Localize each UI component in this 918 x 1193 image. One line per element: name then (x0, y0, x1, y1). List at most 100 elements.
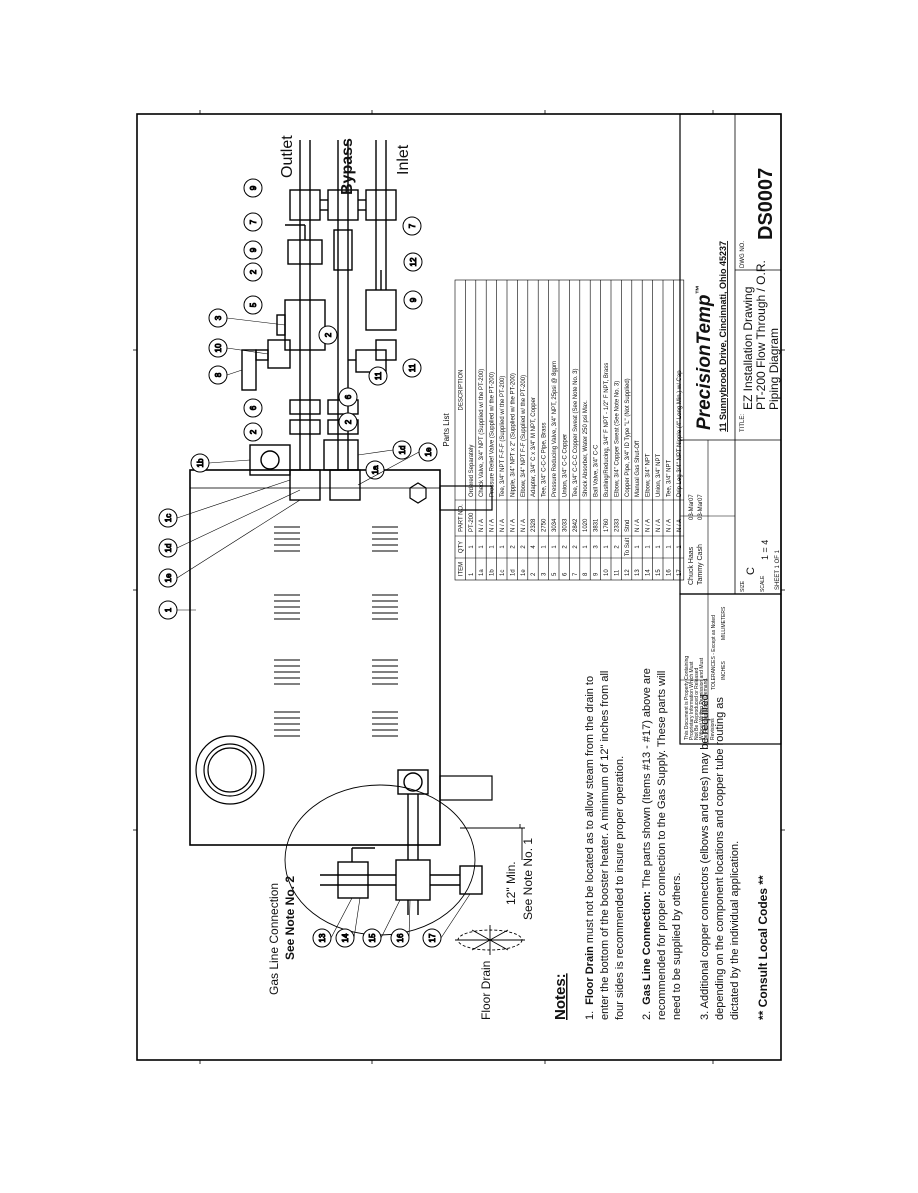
balloon-15: 15 (362, 928, 382, 948)
drawing-number: DS0007 (755, 168, 777, 240)
tolerance-block: TOLERANCES - Except as Noted INCHES MILL… (679, 593, 782, 745)
parts-cell-item: 1d (510, 569, 516, 576)
parts-cell-item: 5 (552, 572, 558, 576)
parts-cell-description: Pressure Reducing Valve, 3/4" NPT, 25psi… (552, 361, 558, 497)
balloon-6: 6 (243, 398, 263, 418)
svg-text:1d: 1d (398, 446, 407, 455)
parts-cell-qty: 1 (490, 545, 496, 549)
leader-lines (176, 317, 471, 939)
note-1-line-1: 1.Floor Drain must not be located as to … (584, 676, 596, 1020)
parts-cell-item: 1 (469, 572, 475, 576)
balloon-1d: 1d (158, 538, 178, 558)
title-label: TITLE: (740, 414, 746, 432)
balloon-10: 10 (208, 338, 228, 358)
balloon-7: 7 (243, 212, 263, 232)
balloon-11: 11 (368, 366, 388, 386)
parts-cell-qty: 2 (521, 545, 527, 549)
parts-cell-qty: 1 (469, 545, 475, 549)
consult-local-codes: ** Consult Local Codes ** (756, 875, 770, 1020)
svg-text:1d: 1d (164, 544, 173, 553)
parts-cell-part-no: 2842 (573, 518, 579, 532)
svg-text:10: 10 (214, 343, 223, 352)
parts-cell-part-no: 2750 (542, 518, 548, 532)
balloon-2-b: 2 (338, 412, 358, 432)
label-min-clearance: 12" Min. (504, 861, 518, 905)
drawing-title-3: Piping Diagram (767, 328, 781, 410)
floor-drain (455, 925, 525, 955)
parts-cell-description: Adapter, 3/4" C x 3/4" M NPT, Copper (531, 397, 537, 497)
balloon-5: 5 (243, 295, 263, 315)
parts-cell-item: 8 (583, 572, 589, 576)
parts-cell-part-no: N / A (490, 519, 496, 532)
svg-text:11: 11 (374, 371, 383, 380)
proprietary-5: be Returned Upon Demand. (703, 677, 709, 740)
balloon-2-c: 2 (318, 325, 338, 345)
parts-cell-item: 16 (666, 569, 672, 576)
parts-cell-item: 14 (646, 569, 652, 576)
balloon-1c: 1c (158, 508, 178, 528)
parts-cell-item: 2 (531, 572, 537, 576)
water-piping (241, 140, 397, 501)
parts-cell-qty: 1 (646, 545, 652, 549)
heater-feet (439, 485, 493, 801)
drawn-by: Chuck Haas (688, 546, 695, 585)
parts-cell-qty: 1 (500, 545, 506, 549)
parts-cell-part-no: 3033 (562, 518, 568, 532)
revision-label: Revisions (710, 718, 716, 740)
size-label: SIZE (740, 580, 746, 592)
note-2-line-3: need to be supplied by others. (671, 873, 683, 1020)
proprietary-3: Not Be Reproduced or Released (694, 668, 700, 740)
parts-list-title: Parts List (442, 413, 451, 447)
note-1-line-3: four sides is recommended to insure prop… (614, 756, 626, 1020)
svg-text:16: 16 (396, 933, 405, 942)
note-3-line-2: depending on the component locations and… (714, 697, 726, 1020)
parts-cell-item: 1a (479, 569, 485, 576)
scale-label: SCALE (760, 575, 766, 592)
parts-cell-description: Ordered Separately (469, 445, 475, 497)
gas-piping (320, 769, 483, 915)
tolerances-label: TOLERANCES - Except as Noted (711, 615, 717, 690)
units-inches: INCHES (721, 660, 727, 680)
proprietary-2: Proprietary Information Which Must (689, 661, 695, 740)
balloon-9-c: 9 (403, 290, 423, 310)
proprietary-1: This Document is Property Containing (684, 656, 690, 740)
balloon-3: 3 (208, 308, 228, 328)
svg-text:5: 5 (249, 302, 258, 307)
parts-cell-item: 9 (594, 572, 600, 576)
parts-header-cell: ITEM (458, 562, 464, 576)
parts-cell-item: 1b (490, 569, 496, 576)
svg-text:8: 8 (214, 372, 223, 377)
svg-text:7: 7 (408, 223, 417, 228)
svg-text:9: 9 (409, 297, 418, 302)
parts-cell-description: Tee, 3/4" NPT F-F-F (Supplied w/ the PT-… (500, 376, 506, 497)
approved-by: Tammy Cash (697, 544, 704, 585)
svg-text:2: 2 (344, 419, 353, 424)
vent-louvers (274, 526, 398, 737)
size-value: C (745, 567, 757, 575)
balloon-11-b: 11 (402, 358, 422, 378)
svg-text:15: 15 (368, 933, 377, 942)
parts-cell-part-no: 2328 (531, 518, 537, 532)
parts-cell-qty: 2 (562, 545, 568, 549)
svg-text:2: 2 (249, 429, 258, 434)
svg-text:11: 11 (408, 363, 417, 372)
parts-cell-description: Tee, 3/4" C-C-C Pipe, Brass (542, 423, 548, 498)
parts-cell-item: 1c (500, 570, 506, 576)
title-block: PrecisionTemp™ 11 Sunnybrook Drive, Cinc… (679, 113, 782, 595)
label-gas-line: Gas Line Connection (267, 883, 281, 995)
parts-cell-description: Ball Valve, 3/4" C-C (594, 444, 600, 497)
svg-text:17: 17 (428, 933, 437, 942)
balloon-1: 1 (158, 600, 178, 620)
svg-text:13: 13 (318, 933, 327, 942)
parts-cell-part-no: N / A (521, 519, 527, 532)
parts-cell-part-no: N / A (656, 519, 662, 532)
parts-cell-item: 11 (614, 569, 620, 576)
svg-text:12: 12 (409, 257, 418, 266)
parts-cell-qty: 2 (510, 545, 516, 549)
balloon-2: 2 (243, 422, 263, 442)
note-2-line-2: recommended for proper connection to the… (656, 671, 668, 1020)
parts-cell-part-no: N / A (666, 519, 672, 532)
parts-cell-part-no: 3034 (552, 518, 558, 532)
units-mm: MILLIMETERS (721, 606, 727, 640)
